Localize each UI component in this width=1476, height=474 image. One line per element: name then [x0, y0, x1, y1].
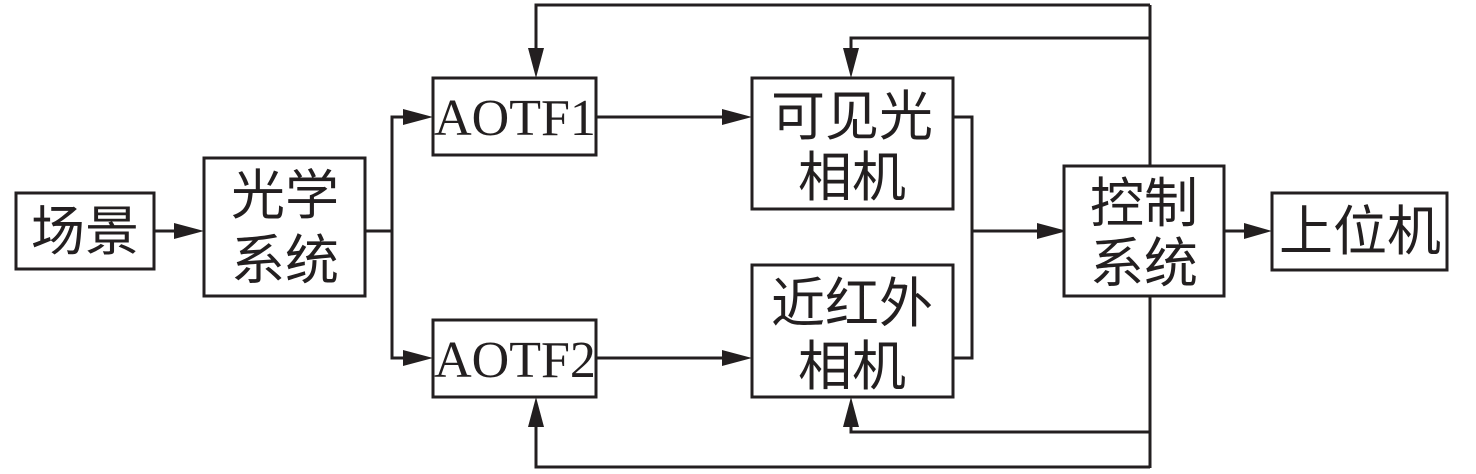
- arrowhead-visible-camera-top: [843, 48, 859, 78]
- feedback-aotf2: [534, 417, 1150, 469]
- nir-camera-label-line2: 相机: [798, 337, 906, 397]
- split-bracket-left: [390, 115, 413, 360]
- visible-camera-box: [750, 76, 955, 211]
- node-aotf2: AOTF2: [431, 318, 598, 399]
- merge-bracket-right: [953, 115, 974, 360]
- arrowhead-nir-camera: [722, 350, 752, 366]
- optics-box: [202, 156, 367, 298]
- nir-camera-label-line1: 近红外: [771, 274, 933, 334]
- visible-camera-label-line1: 可见光: [771, 87, 933, 147]
- arrowhead-visible-camera: [722, 109, 752, 125]
- optics-label-line1: 光学: [231, 166, 339, 226]
- node-scene: 场景: [14, 191, 156, 271]
- node-visible-camera: 可见光 相机: [750, 76, 955, 211]
- arrowhead-aotf1-left: [403, 109, 433, 125]
- arrowhead-aotf2-left: [403, 350, 433, 366]
- arrowhead-host: [1244, 223, 1272, 239]
- aotf1-label: AOTF1: [434, 90, 596, 147]
- feedback-visible-camera: [849, 36, 1150, 58]
- feedback-nir-camera: [849, 417, 1150, 434]
- arrowhead-aotf1-top: [528, 48, 544, 78]
- arrowhead-optics: [174, 223, 204, 239]
- nir-camera-box: [750, 263, 955, 399]
- host-box: [1270, 191, 1449, 272]
- control-label-line1: 控制: [1090, 174, 1198, 234]
- visible-camera-label-line2: 相机: [798, 148, 906, 208]
- arrowhead-control: [1037, 223, 1067, 239]
- feedback-aotf1: [534, 3, 1150, 58]
- node-control: 控制 系统: [1062, 164, 1226, 298]
- node-nir-camera: 近红外 相机: [750, 263, 955, 399]
- optics-label-line2: 系统: [231, 231, 339, 291]
- scene-box: [14, 191, 156, 271]
- control-label-line2: 系统: [1090, 234, 1198, 294]
- node-host: 上位机: [1270, 191, 1449, 272]
- connectors: [154, 3, 1272, 469]
- arrowhead-nir-camera-bottom: [843, 397, 859, 427]
- scene-label: 场景: [31, 202, 139, 262]
- aotf2-label: AOTF2: [434, 332, 596, 389]
- host-label: 上位机: [1279, 202, 1441, 262]
- node-optics: 光学 系统: [202, 156, 367, 298]
- control-box: [1062, 164, 1226, 298]
- aotf2-box: [431, 318, 598, 399]
- node-aotf1: AOTF1: [431, 76, 598, 157]
- aotf1-box: [431, 76, 598, 157]
- arrowhead-aotf2-bottom: [528, 397, 544, 427]
